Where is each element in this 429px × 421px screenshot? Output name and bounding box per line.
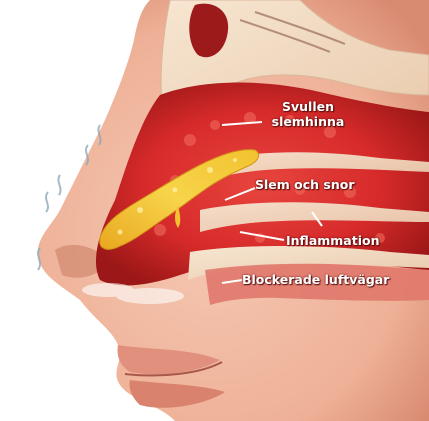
label-blocked-airways: Blockerade luftvägar [242,272,389,287]
label-swollen-mucosa: Svullen slemhinna [262,99,354,129]
label-inflammation: Inflammation [286,233,379,248]
label-swollen-line2: slemhinna [262,114,354,129]
label-swollen-line1: Svullen [262,99,354,114]
label-mucus: Slem och snor [255,177,354,192]
